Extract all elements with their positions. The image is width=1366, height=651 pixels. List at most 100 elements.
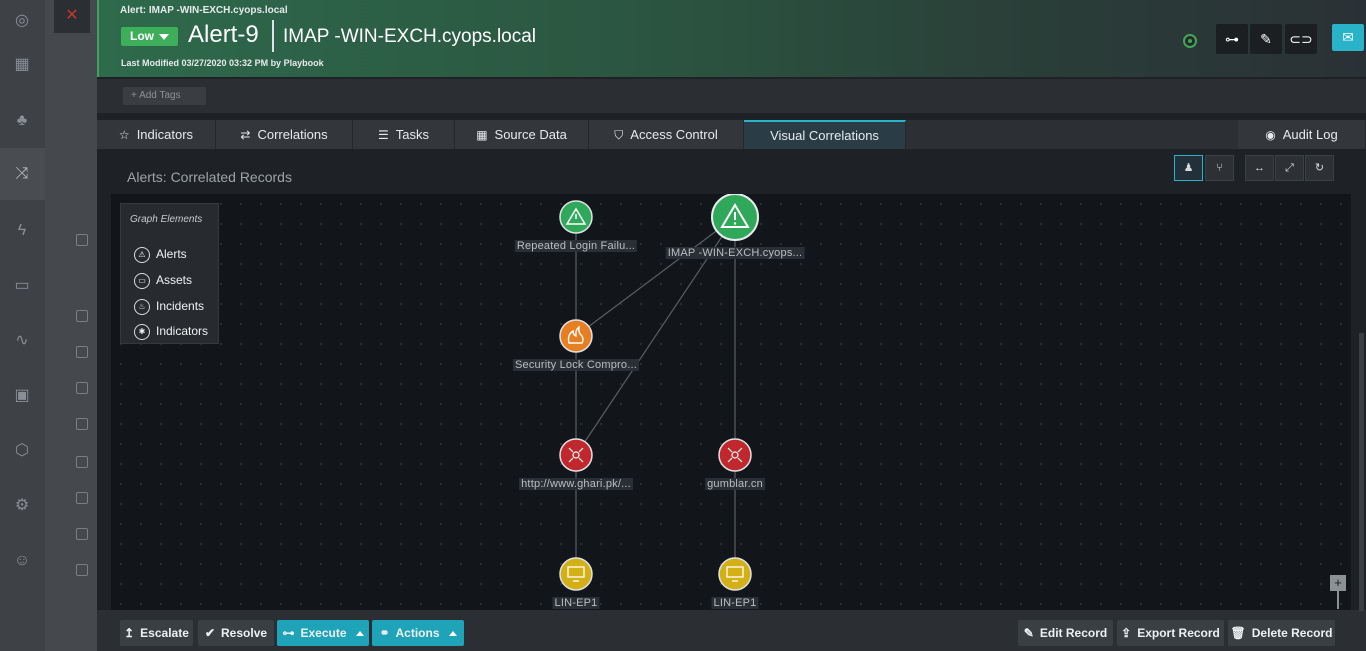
node-alert[interactable] xyxy=(559,200,593,234)
hierarchy-layout-button[interactable]: ♟ xyxy=(1174,155,1203,181)
alert-id: Alert-9 xyxy=(188,21,259,48)
export-record-button[interactable]: ⇪ Export Record xyxy=(1117,620,1224,646)
checkbox xyxy=(76,382,88,394)
tab-indicators[interactable]: ☆ Indicators xyxy=(97,120,216,149)
legend-item-alerts: ⚠ Alerts xyxy=(134,245,187,263)
tab-label: Access Control xyxy=(630,127,718,142)
node-indicator[interactable] xyxy=(718,438,752,472)
shield-icon: ⛉ xyxy=(614,128,624,142)
tags-row xyxy=(97,79,1366,113)
checkbox xyxy=(76,528,88,540)
button-label: Export Record xyxy=(1137,626,1220,640)
briefcase-icon[interactable]: ▭ xyxy=(14,277,30,294)
checkbox xyxy=(76,418,88,430)
button-label: Actions xyxy=(395,626,440,640)
star-icon: ☆ xyxy=(118,128,130,142)
background-list xyxy=(45,0,97,651)
button-label: Delete Record xyxy=(1251,626,1333,640)
tab-audit-log[interactable]: ◉Audit Log xyxy=(1238,120,1366,149)
force-layout-button[interactable]: ⑂ xyxy=(1205,155,1234,181)
button-label: Execute xyxy=(300,626,347,640)
close-icon[interactable]: ✕ xyxy=(54,0,90,33)
node-asset[interactable] xyxy=(559,557,593,591)
users-icon[interactable]: ♣ xyxy=(16,112,28,129)
caret-up-icon xyxy=(355,631,364,637)
tab-label: Visual Correlations xyxy=(770,128,879,143)
check-icon: ✔ xyxy=(204,626,216,640)
tab-tasks[interactable]: ☰ Tasks xyxy=(353,120,455,149)
checkbox xyxy=(76,492,88,504)
checkbox xyxy=(76,346,88,358)
fit-width-button[interactable]: ↔ xyxy=(1245,155,1274,181)
breadcrumb: Alert: IMAP -WIN-EXCH.cyops.local xyxy=(120,5,288,16)
node-label: Repeated Login Failu... xyxy=(514,240,638,252)
legend-item-incidents: ♨Incidents xyxy=(134,297,204,315)
button-label: Resolve xyxy=(221,626,268,640)
last-modified: Last Modified 03/27/2020 03:32 PM by Pla… xyxy=(121,58,324,68)
alert-header: Alert: IMAP -WIN-EXCH.cyops.local Low Al… xyxy=(97,0,1366,77)
badge-icon[interactable]: ⬡ xyxy=(15,442,29,459)
node-label: LIN-EP1 xyxy=(711,597,759,609)
settings-icon[interactable]: ⚙ xyxy=(14,497,30,514)
tab-source-data[interactable]: ▦Source Data xyxy=(455,120,589,149)
chat-button[interactable]: ✉ xyxy=(1332,24,1364,51)
node-label: http://www.ghari.pk/... xyxy=(519,478,633,490)
fit-icon: ↔ xyxy=(1254,162,1265,174)
shuffle-icon[interactable]: ⤨ xyxy=(15,165,29,182)
expand-button[interactable]: ⤢ xyxy=(1275,155,1304,181)
export-icon: ⇪ xyxy=(1121,626,1132,640)
legend-label: Indicators xyxy=(156,324,209,338)
severity-dropdown[interactable]: Low xyxy=(121,27,178,46)
edit-record-button[interactable]: ✎Edit Record xyxy=(1018,620,1113,646)
escalate-icon: ↥ xyxy=(124,626,135,640)
escalate-button[interactable]: ↥Escalate xyxy=(120,620,193,646)
grid-icon[interactable]: ▦ xyxy=(14,56,30,73)
checkbox xyxy=(76,310,88,322)
hierarchy-icon: ♟ xyxy=(1183,162,1194,174)
link-button[interactable]: ⊂⊃ xyxy=(1285,24,1317,54)
bolt-icon[interactable]: ϟ xyxy=(17,222,27,239)
chart-icon[interactable]: ∿ xyxy=(15,332,29,349)
section-title: Alerts: Correlated Records xyxy=(127,169,292,185)
monitor-icon: ▭ xyxy=(134,272,150,289)
arrows-icon: ⇄ xyxy=(240,128,251,142)
tab-correlations[interactable]: ⇄Correlations xyxy=(216,120,353,149)
node-label: IMAP -WIN-EXCH.cyops... xyxy=(665,247,805,259)
actions-button[interactable]: ⚭Actions xyxy=(372,620,464,646)
node-incident[interactable] xyxy=(559,319,593,353)
add-tags-input[interactable]: + Add Tags xyxy=(123,87,206,105)
tab-label: Indicators xyxy=(136,127,194,142)
people-icon[interactable]: ☺ xyxy=(13,552,31,569)
zoom-in-icon[interactable]: + xyxy=(1330,575,1346,591)
indicator-icon: ✱ xyxy=(134,323,150,340)
resolve-button[interactable]: ✔ Resolve xyxy=(198,620,274,646)
node-alert[interactable] xyxy=(711,194,759,241)
fire-icon: ♨ xyxy=(134,298,150,315)
execute-button[interactable]: ⊶Execute xyxy=(277,620,369,646)
checkbox xyxy=(76,234,88,246)
apps-icon[interactable]: ▣ xyxy=(14,387,30,404)
legend-label: Alerts xyxy=(156,247,187,261)
scrollbar[interactable] xyxy=(1359,333,1364,611)
zoom-slider[interactable] xyxy=(1337,591,1339,609)
edit-button[interactable]: ✎ xyxy=(1250,24,1282,54)
pencil-icon: ✎ xyxy=(1260,31,1272,47)
delete-record-button[interactable]: 🗑Delete Record xyxy=(1228,620,1335,646)
tab-access-control[interactable]: ⛉ Access Control xyxy=(589,120,744,149)
nav-selected xyxy=(0,148,45,200)
list-icon: ☰ xyxy=(378,128,389,142)
node-asset[interactable] xyxy=(718,557,752,591)
tab-label: Tasks xyxy=(395,127,429,142)
refresh-button[interactable]: ↻ xyxy=(1305,155,1334,181)
correlation-graph[interactable]: Repeated Login Failu... IMAP -WIN-EXCH.c… xyxy=(111,194,1351,610)
alert-icon: ⚠ xyxy=(134,246,150,263)
node-indicator[interactable] xyxy=(559,438,593,472)
branch-icon: ⑂ xyxy=(1216,162,1223,174)
workflow-button[interactable]: ⊶ xyxy=(1216,24,1248,54)
dashboard-icon[interactable]: ◎ xyxy=(15,12,29,29)
tab-visual-correlations[interactable]: Visual Correlations xyxy=(744,120,906,149)
link-icon: ⊂⊃ xyxy=(1289,31,1313,47)
tab-label: Audit Log xyxy=(1282,127,1338,142)
legend-item-indicators: ✱ Indicators xyxy=(134,322,208,340)
caret-up-icon xyxy=(448,631,457,637)
